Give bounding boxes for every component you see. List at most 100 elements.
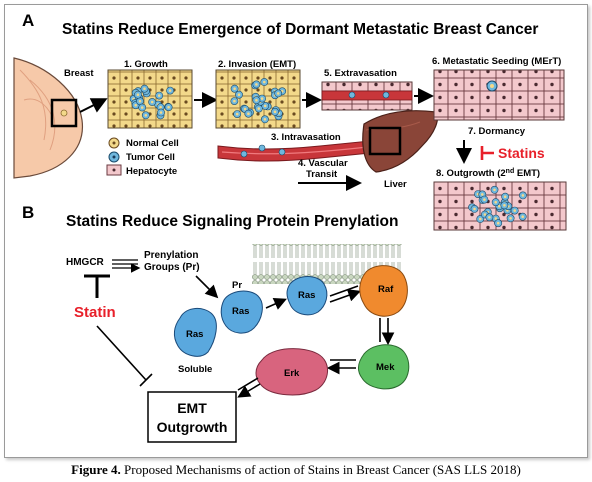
tumor-cell-nucleus	[273, 110, 277, 114]
mek-protein: Mek	[357, 344, 410, 390]
tumor-cell-nucleus	[243, 107, 247, 111]
step-outgrowth-label: 8. Outgrowth (2nd EMT)	[436, 168, 540, 179]
figure-caption: Figure 4. Proposed Mechanisms of action …	[0, 462, 592, 478]
ras-membrane-protein: Ras	[286, 276, 328, 316]
liver-label: Liver	[384, 179, 407, 190]
panel-b-letter: B	[22, 203, 34, 222]
ras-prenylated-protein: Ras	[220, 290, 263, 334]
tumor-cell-nucleus	[233, 99, 236, 103]
arrows-mek-to-erk	[330, 360, 356, 368]
ras-soluble-label: Ras	[186, 329, 203, 340]
arrows-erk-to-emt	[238, 377, 261, 396]
raf-protein: Raf	[359, 265, 408, 317]
tumor-cell-nucleus	[521, 215, 524, 218]
tumor-cell-nucleus	[134, 103, 137, 107]
tumor-cell-nucleus	[144, 114, 148, 117]
tumor-cell-nucleus	[473, 207, 476, 211]
tumor-cell-nucleus	[483, 213, 487, 216]
tumor-cell-nucleus	[233, 87, 236, 90]
tumor-cell-nucleus	[159, 105, 162, 109]
tumor-cell-nucleus	[257, 107, 261, 110]
emt-outgrowth-box	[147, 391, 237, 443]
invasion-tissue	[215, 69, 301, 129]
ras-membrane-label: Ras	[298, 290, 315, 301]
tumor-cell-nucleus	[143, 87, 146, 90]
breast-label: Breast	[64, 68, 94, 79]
arrow-ras-to-membrane	[265, 298, 287, 310]
liver-illustration	[362, 110, 439, 173]
step-dormancy-label: 7. Dormancy	[468, 126, 526, 137]
seeding-tissue	[433, 69, 565, 121]
tumor-cell-nucleus	[503, 195, 507, 198]
tumor-cell-nucleus	[496, 221, 500, 225]
figure-canvas: A Statins Reduce Emergence of Dormant Me…	[13, 11, 567, 443]
emt-outgrowth-line2: Outgrowth	[157, 419, 228, 435]
tumor-cell-nucleus	[513, 209, 516, 212]
outgrowth-tissue	[433, 181, 567, 231]
step-growth-label: 1. Growth	[124, 59, 168, 70]
legend-hepatocyte: Hepatocyte	[126, 166, 177, 177]
tumor-cell-nucleus	[235, 112, 239, 116]
tumor-cell-nucleus	[237, 93, 241, 96]
prenylation-label-1: Prenylation	[144, 250, 198, 261]
legend-normal-cell: Normal Cell	[126, 138, 179, 149]
step-extravasation-label: 5. Extravasation	[324, 68, 397, 79]
arrow-pr-to-ras	[195, 275, 219, 299]
statin-label: Statin	[74, 304, 116, 321]
tumor-cell-nucleus	[247, 112, 250, 115]
tumor-cell-nucleus	[157, 94, 161, 97]
tumor-cell-nucleus	[483, 198, 486, 201]
erk-protein: Erk	[255, 348, 328, 396]
arrows-raf-to-mek	[380, 318, 388, 342]
tumor-cell-nucleus	[521, 194, 525, 197]
tumor-cell-nucleus	[255, 83, 258, 86]
tumor-cell-nucleus	[167, 105, 170, 109]
statin-inhibit-emt-line	[96, 325, 153, 387]
tumor-cell-nucleus	[276, 92, 280, 95]
arrows-ras-to-raf	[329, 286, 358, 302]
erk-label: Erk	[284, 368, 300, 379]
tumor-cell-nucleus	[493, 188, 496, 192]
tumor-cell-nucleus	[150, 100, 154, 104]
pr-tag-label: Pr	[232, 280, 242, 291]
tumor-cell-nucleus	[138, 99, 142, 103]
growth-tissue	[107, 69, 193, 129]
tumor-cell-nucleus	[498, 204, 501, 208]
mek-label: Mek	[376, 362, 395, 373]
tumor-cell-nucleus	[140, 106, 144, 109]
arrows-hmgcr-to-pr	[112, 260, 138, 268]
cell-legend	[106, 137, 122, 176]
tumor-cell-nucleus	[263, 80, 266, 84]
statin-inhibit-hmgcr-icon	[84, 274, 110, 298]
tumor-cell-nucleus	[260, 97, 264, 100]
hmgcr-label: HMGCR	[66, 257, 105, 268]
soluble-label: Soluble	[178, 364, 212, 375]
caption-text: Proposed Mechanisms of action of Stains …	[120, 462, 521, 477]
ras-soluble-protein: Ras	[173, 308, 217, 357]
tumor-cell-nucleus	[263, 118, 267, 121]
arrow-breast-to-growth	[79, 98, 108, 113]
caption-label: Figure 4.	[71, 462, 121, 477]
breast-illustration	[13, 57, 83, 179]
statins-label: Statins	[498, 145, 545, 161]
tumor-cell-nucleus	[263, 104, 267, 108]
tumor-cell-nucleus	[494, 217, 498, 220]
tumor-cell-nucleus	[479, 217, 482, 221]
prenylation-label-2: Groups (Pr)	[144, 262, 200, 273]
extravasation-tissue	[321, 81, 413, 111]
panel-a-letter: A	[22, 11, 34, 30]
tumor-cell-nucleus	[159, 111, 163, 114]
step-vascular-transit-2: Transit	[306, 169, 338, 180]
panel-a-title: Statins Reduce Emergence of Dormant Meta…	[62, 21, 538, 38]
step-seeding-label: 6. Metastatic Seeding (MErT)	[432, 56, 561, 67]
step-vascular-transit-1: 4. Vascular	[298, 158, 348, 169]
step-intravasation-label: 3. Intravasation	[271, 132, 341, 143]
tumor-cell-nucleus	[488, 216, 491, 219]
emt-outgrowth-line1: EMT	[177, 400, 207, 416]
tumor-cell-nucleus	[481, 193, 484, 196]
step-invasion-label: 2. Invasion (EMT)	[218, 59, 296, 70]
raf-label: Raf	[378, 284, 394, 295]
tumor-cell-nucleus	[503, 204, 506, 207]
ras-prenylated-label: Ras	[232, 306, 249, 317]
tumor-cell-nucleus	[255, 98, 258, 102]
